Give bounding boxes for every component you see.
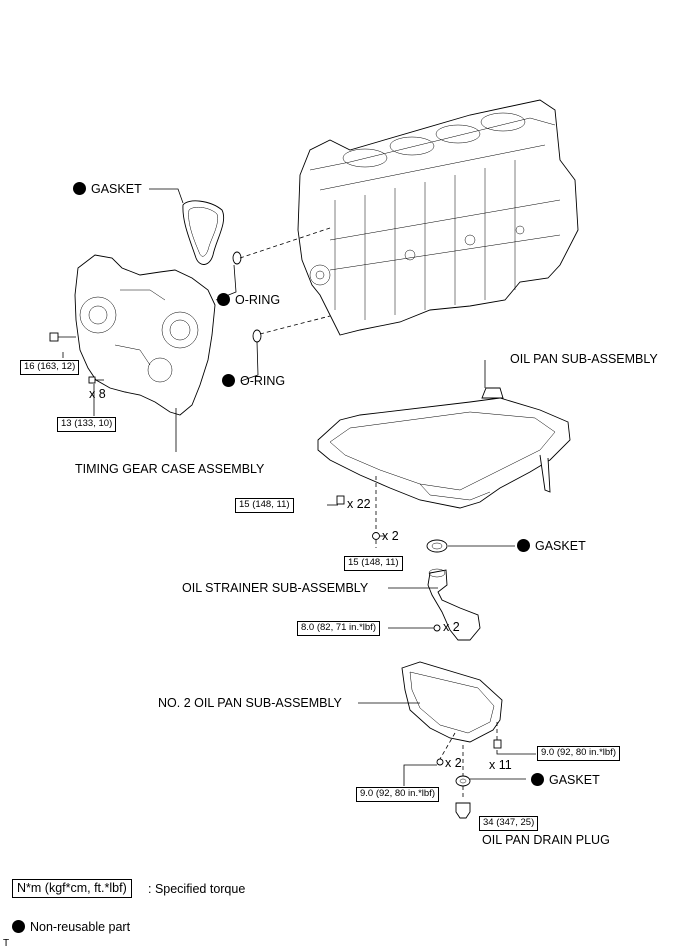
oil-pan-drawing: [317, 387, 571, 509]
gasket-bottom-label: GASKET: [531, 773, 600, 787]
torque-box: 34 (347, 25): [479, 816, 539, 831]
legend-torque-unit: N*m (kgf*cm, ft.*lbf): [12, 879, 132, 898]
timing-gear-case-drawing: [74, 254, 216, 416]
torque-box: 15 (148, 11): [235, 498, 294, 513]
corner-mark: T: [3, 938, 10, 949]
torque-box: 15 (148, 11): [344, 556, 403, 571]
oil-strainer-drawing: [427, 568, 481, 641]
legend-nonreusable: Non-reusable part: [12, 920, 130, 934]
torque-box: 13 (133, 10): [57, 417, 117, 432]
no2-oil-pan-label: NO. 2 OIL PAN SUB-ASSEMBLY: [158, 696, 342, 710]
gasket-top-label: GASKET: [73, 182, 142, 196]
gasket-mid-shape: [426, 539, 448, 553]
no2-oil-pan-drawing: [401, 661, 503, 743]
quantity-label: x 8: [89, 387, 106, 401]
non-reusable-dot-icon: [531, 773, 544, 786]
oil-pan-sub-label: OIL PAN SUB-ASSEMBLY: [510, 352, 658, 366]
non-reusable-dot-icon: [222, 374, 235, 387]
gasket-bottom-shape: [455, 775, 471, 787]
drain-plug-label: OIL PAN DRAIN PLUG: [482, 833, 610, 847]
oil-strainer-label: OIL STRAINER SUB-ASSEMBLY: [182, 581, 369, 595]
gasket-top-shape: [182, 200, 224, 265]
timing-gear-case-label: TIMING GEAR CASE ASSEMBLY: [75, 462, 265, 476]
non-reusable-dot-icon: [217, 293, 230, 306]
o-ring-1-shape: [232, 251, 242, 265]
gasket-mid-label: GASKET: [517, 539, 586, 553]
quantity-label: x 11: [489, 758, 512, 772]
non-reusable-dot-icon: [12, 920, 25, 933]
non-reusable-dot-icon: [517, 539, 530, 552]
torque-box: 9.0 (92, 80 in.*lbf): [356, 787, 439, 802]
o-ring-2-label: O-RING: [222, 374, 285, 388]
drain-plug-shape: [455, 802, 471, 819]
quantity-label: x 2: [443, 620, 460, 634]
o-ring-2-shape: [252, 329, 262, 343]
quantity-label: x 2: [382, 529, 399, 543]
engine-block-drawing: [297, 99, 579, 336]
torque-box: 8.0 (82, 71 in.*lbf): [297, 621, 380, 636]
torque-box: 16 (163, 12): [20, 360, 80, 375]
o-ring-1-label: O-RING: [217, 293, 280, 307]
non-reusable-dot-icon: [73, 182, 86, 195]
torque-box: 9.0 (92, 80 in.*lbf): [537, 746, 620, 761]
quantity-label: x 22: [347, 497, 371, 511]
legend-torque-desc: : Specified torque: [148, 882, 246, 896]
quantity-label: x 2: [445, 756, 462, 770]
